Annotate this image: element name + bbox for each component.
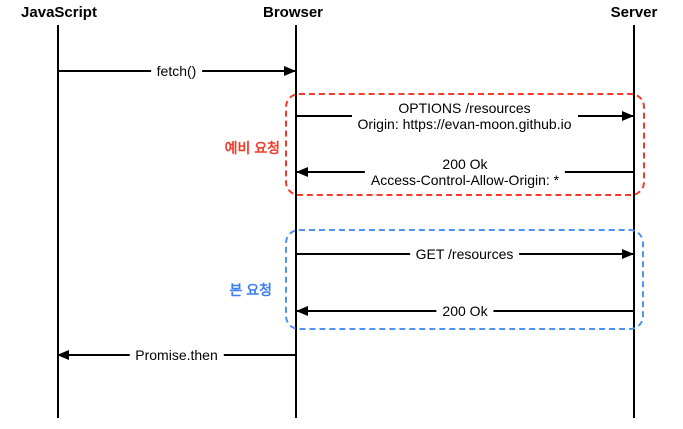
preflight-request-origin: Origin: https://evan-moon.github.io [357, 116, 572, 132]
message-preflight-request: OPTIONS /resources Origin: https://evan-… [296, 100, 634, 132]
preflight-response-status: 200 Ok [442, 156, 488, 172]
preflight-request-method: OPTIONS /resources [398, 100, 531, 116]
main-group-box [285, 229, 644, 330]
lifeline-browser [295, 25, 297, 418]
arrowhead-right-icon [622, 249, 634, 259]
arrowhead-right-icon [284, 66, 296, 76]
message-main-response-label: 200 Ok [436, 303, 494, 319]
actor-browser-label: Browser [262, 4, 324, 21]
actor-server-label: Server [610, 4, 658, 21]
message-main-response: 200 Ok [296, 303, 633, 319]
message-fetch: fetch() [58, 63, 296, 79]
main-group-label: 본 요청 [229, 282, 272, 298]
message-preflight-request-label: OPTIONS /resources Origin: https://evan-… [351, 100, 578, 132]
preflight-group-label: 예비 요청 [224, 140, 280, 156]
message-promise-then-label: Promise.then [129, 347, 224, 363]
arrowhead-right-icon [622, 111, 634, 121]
preflight-response-header: Access-Control-Allow-Origin: * [370, 172, 560, 188]
actor-javascript-label: JavaScript [21, 4, 97, 21]
message-preflight-response: 200 Ok Access-Control-Allow-Origin: * [296, 156, 633, 188]
lifeline-javascript [57, 25, 59, 418]
arrowhead-left-icon [296, 306, 308, 316]
message-promise-then: Promise.then [57, 347, 295, 363]
message-fetch-label: fetch() [150, 63, 203, 79]
arrowhead-left-icon [57, 350, 69, 360]
preflight-group-box [285, 93, 645, 196]
message-main-request-label: GET /resources [409, 246, 520, 262]
message-preflight-response-label: 200 Ok Access-Control-Allow-Origin: * [364, 156, 566, 188]
message-main-request: GET /resources [296, 246, 634, 262]
lifeline-server [633, 25, 635, 418]
arrowhead-left-icon [296, 167, 308, 177]
